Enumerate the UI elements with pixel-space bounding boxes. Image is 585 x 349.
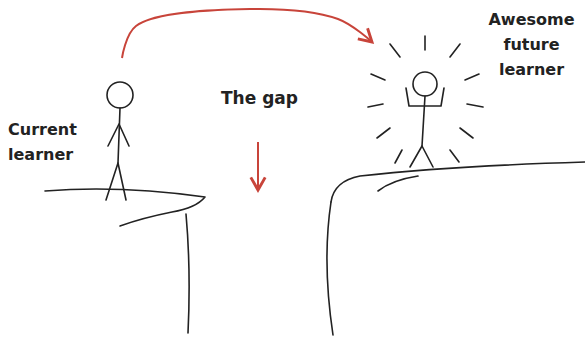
- gap-pointer-arrow: [257, 142, 259, 190]
- stick-figure-body: [118, 108, 120, 163]
- right-cliff-face: [327, 202, 333, 335]
- learner-label: Current learner: [8, 117, 90, 167]
- stick-figure-arms: [108, 124, 129, 146]
- stick-figure-legs: [410, 146, 433, 167]
- sparkle-rays: [368, 36, 483, 163]
- learner-label: Awesome future learner: [484, 7, 579, 82]
- left-cliff-face: [186, 214, 189, 333]
- learner-group: Current learner: [5, 58, 155, 208]
- right-cliff-top: [331, 162, 585, 202]
- stick-figure-head: [107, 82, 133, 108]
- right-cliff-ledge: [378, 176, 418, 191]
- raised-arms: [406, 88, 444, 106]
- progress-arrow: [122, 9, 372, 58]
- stick-figure-head: [413, 72, 437, 96]
- stick-figure-legs: [106, 163, 126, 200]
- learner-group: Awesome future learner: [372, 5, 577, 170]
- gap-label: The gap: [221, 86, 311, 111]
- stick-figure-body: [422, 96, 425, 146]
